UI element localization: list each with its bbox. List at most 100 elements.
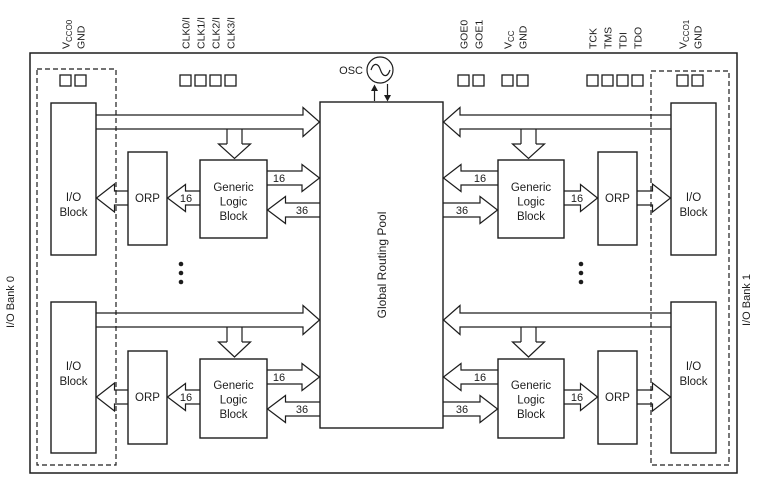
pin-label-vcco1: VCCO1 [678,19,692,49]
io-block [670,102,717,256]
pin-pad [586,74,599,87]
pin-pad [194,74,207,87]
io-to-grp-bus-arrow [442,106,671,138]
pin-label-goe0: GOE0 [459,20,471,49]
right-ellipsis [578,261,584,285]
pin-pad [59,74,72,87]
io-bank0-region [36,68,117,466]
io-block-label: Block [59,207,87,219]
pin-labels: VCCO0 GND CLK0/I CLK1/I CLK2/I CLK3/I GO… [61,17,705,49]
dot [178,261,184,267]
bus-width-16: 16 [273,372,285,384]
pin-label-clk2: CLK2/I [211,17,223,49]
orp-label: ORP [605,193,630,205]
pin-label-tdo: TDO [633,27,645,49]
pin-label-tck: TCK [588,28,600,49]
orp-label: ORP [605,392,630,404]
pin-label-tms: TMS [603,27,615,49]
glb-label: Generic [213,380,254,392]
orp-block [597,151,638,246]
glb-to-orp-16-arrow [166,183,200,213]
pin-pad [631,74,644,87]
orp-block [597,350,638,445]
pin-label-goe1: GOE1 [474,20,486,49]
pin-label-clk0: CLK0/I [181,17,193,49]
osc-arrow-up-head [371,84,378,91]
bus-width-16: 16 [180,193,192,205]
generic-logic-block [497,159,565,239]
io-block [670,301,717,454]
io-bank0-label: I/O Bank 0 [5,276,17,328]
pin-pad [179,74,192,87]
orp-label: ORP [135,392,160,404]
glb-label: Block [219,211,247,223]
osc-arrow-down-head [384,95,391,102]
glb-to-grp-16-arrow [442,362,498,392]
glb-label: Block [219,409,247,421]
grp-to-glb-36-arrow [266,195,320,225]
dot [578,261,584,267]
pin-label-gnd: GND [518,25,530,49]
glb-to-grp-16-arrow [267,362,321,392]
pin-pad [472,74,485,87]
pin-pad [457,74,470,87]
quadrant-top-left: I/O Block ORP Generic Logic Block 16 36 … [50,102,321,256]
pin-label-tdi: TDI [618,32,630,49]
quadrant-bottom-left: I/O Block ORP Generic Logic Block 16 36 … [50,301,321,454]
pin-pad [516,74,529,87]
bus-branch-to-glb-arrow [216,327,253,358]
io-block [50,102,97,256]
bus-branch-to-glb-arrow [510,327,547,358]
pin-label-gnd: GND [76,25,88,49]
pin-pad [601,74,614,87]
pin-label-clk1: CLK1/I [196,17,208,49]
io-block [50,301,97,454]
bus-width-36: 36 [456,404,468,416]
bus-width-16: 16 [474,173,486,185]
pin-pad [676,74,689,87]
glb-to-grp-16-arrow [442,163,498,193]
glb-to-grp-16-arrow [267,163,321,193]
pin-label-vcc: VCC [503,30,517,49]
io-bank1-region [650,70,730,466]
grp-to-glb-36-arrow [443,195,499,225]
io-block-label: I/O [686,192,701,204]
generic-logic-block [199,159,268,239]
bus-width-16: 16 [571,392,583,404]
glb-label: Logic [220,395,248,407]
io-block-label: I/O [66,192,81,204]
left-ellipsis [178,261,184,285]
orp-block [127,350,168,445]
dot [178,270,184,276]
pin-label-vcco0: VCCO0 [61,19,75,49]
dot [578,270,584,276]
io-bank1-label: I/O Bank 1 [741,274,753,326]
glb-to-orp-16-arrow [564,183,599,213]
bus-width-36: 36 [296,205,308,217]
pin-pad [616,74,629,87]
pin-pads [59,74,704,87]
glb-to-orp-16-arrow [166,382,200,412]
orp-to-io-arrow [637,182,672,214]
global-routing-pool-block [319,101,444,429]
dot [178,279,184,285]
pin-label-gnd: GND [693,25,705,49]
io-block-label: I/O [686,361,701,373]
io-block-label: Block [59,376,87,388]
glb-label: Generic [511,380,552,392]
bus-width-16: 16 [474,372,486,384]
generic-logic-block [497,358,565,439]
bus-width-16: 16 [273,173,285,185]
glb-label: Block [517,409,545,421]
orp-to-io-arrow [95,381,128,413]
pin-pad [691,74,704,87]
io-to-grp-bus-arrow [96,106,321,138]
bus-width-36: 36 [456,205,468,217]
generic-logic-block [199,358,268,439]
glb-label: Logic [517,395,545,407]
io-to-grp-bus-arrow [96,304,321,336]
io-block-label: Block [679,207,707,219]
pin-pad [209,74,222,87]
